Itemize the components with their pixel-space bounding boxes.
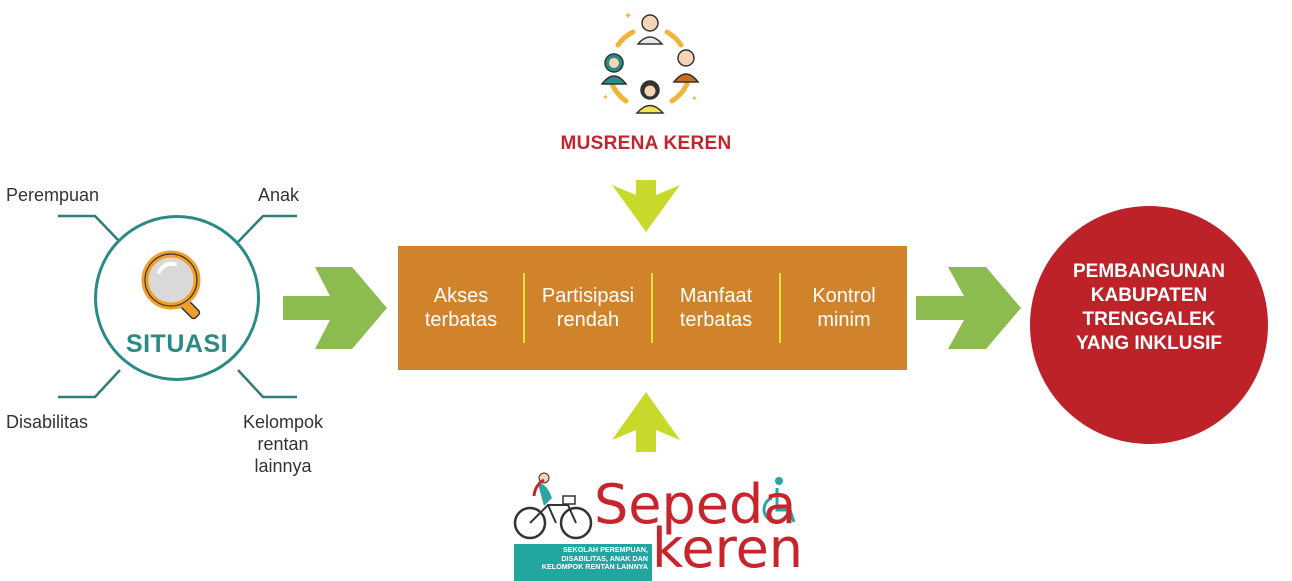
- sepeda-logo-banner: SEKOLAH PEREMPUAN, DISABILITAS, ANAK DAN…: [514, 544, 652, 581]
- barrier-item: Partisipasi rendah: [541, 285, 635, 331]
- spoke-line-kelompok: [237, 369, 297, 399]
- bicycle-icon: [513, 472, 593, 540]
- svg-text:✦: ✦: [602, 93, 609, 102]
- svg-text:✦: ✦: [624, 11, 632, 22]
- spoke-line-anak: [237, 214, 297, 243]
- spoke-label-anak: Anak: [258, 185, 300, 205]
- barrier-item: Manfaat terbatas: [679, 285, 753, 331]
- sepeda-logo-word: Sepeda: [594, 473, 797, 536]
- barrier-box: Akses terbatas Partisipasi rendah Manfaa…: [398, 246, 907, 370]
- arrow-situasi-to-box: [283, 267, 387, 349]
- result-node: PEMBANGUNAN KABUPATEN TRENGGALEK YANG IN…: [1030, 206, 1268, 444]
- barrier-separator: [651, 273, 653, 343]
- result-title: PEMBANGUNAN KABUPATEN TRENGGALEK YANG IN…: [1073, 261, 1225, 354]
- spoke-line-disabilitas: [58, 369, 121, 399]
- spoke-line-perempuan: [58, 214, 121, 243]
- spoke-label-kelompok: Kelompok rentan lainnya: [242, 412, 324, 476]
- barrier-item: Akses terbatas: [424, 285, 498, 331]
- community-people-icon: ✦ ✦ ✦: [600, 11, 700, 114]
- spoke-label-disabilitas: Disabilitas: [6, 412, 89, 432]
- arrow-sepeda-up: [612, 392, 680, 452]
- barrier-separator: [523, 273, 525, 343]
- barrier-item: Kontrol minim: [812, 285, 876, 331]
- arrow-musrena-down: [612, 180, 680, 232]
- magnifier-icon: [141, 250, 201, 320]
- keren-logo-word: keren: [652, 517, 804, 580]
- musrena-label: MUSRENA KEREN: [560, 133, 732, 154]
- svg-text:✦: ✦: [691, 94, 698, 103]
- spoke-label-perempuan: Perempuan: [6, 185, 100, 205]
- situasi-node: SITUASI: [94, 215, 260, 381]
- wheelchair-icon: [762, 477, 796, 523]
- barrier-separator: [779, 273, 781, 343]
- arrow-box-to-result: [916, 267, 1021, 349]
- situasi-title: SITUASI: [125, 330, 229, 358]
